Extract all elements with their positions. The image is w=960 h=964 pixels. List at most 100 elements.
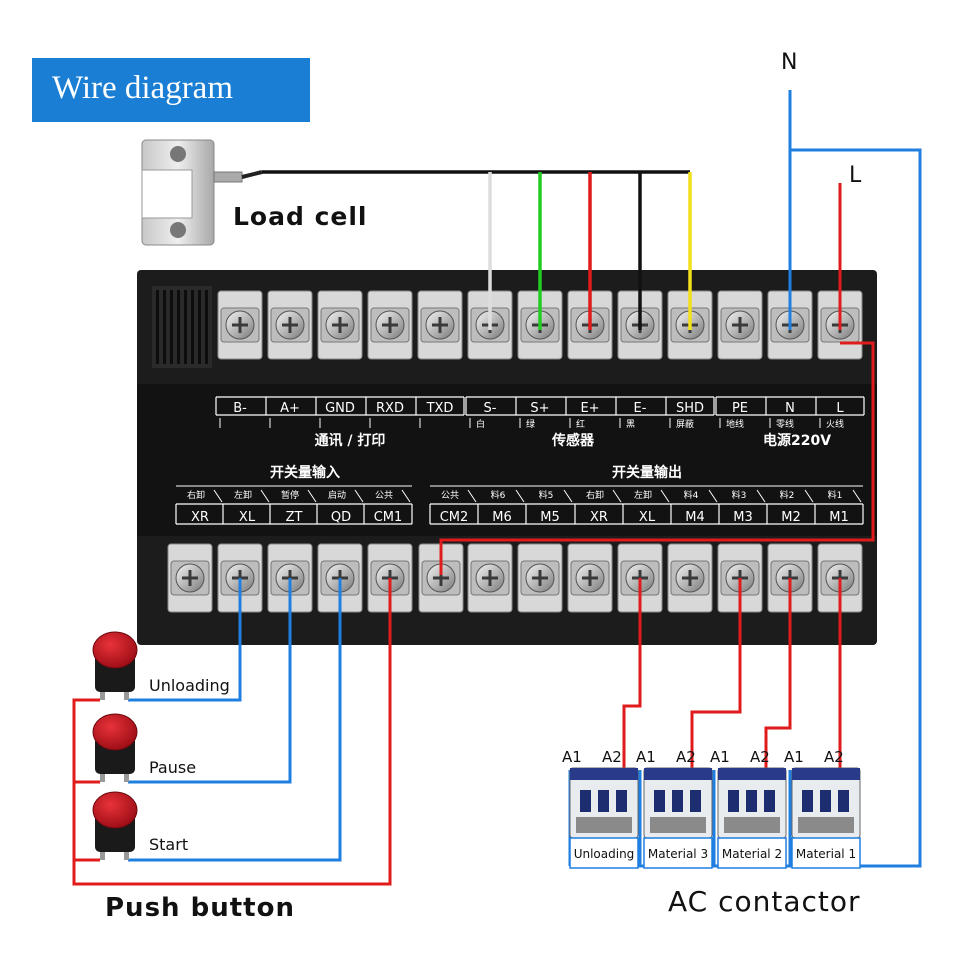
push-button-label: Unloading bbox=[149, 676, 230, 695]
live-label: L bbox=[849, 163, 862, 188]
bottom-terminal-label: M4 bbox=[685, 510, 705, 525]
terminal-tick bbox=[515, 489, 525, 503]
load-cell-wires bbox=[262, 170, 692, 330]
bottom-terminal-label: QD bbox=[331, 510, 351, 525]
bottom-terminal-label: M5 bbox=[540, 510, 560, 525]
output-wires bbox=[622, 578, 842, 772]
top-terminal-label: N bbox=[785, 401, 795, 416]
top-terminal-label: PE bbox=[732, 401, 748, 416]
vent-slot bbox=[184, 290, 187, 364]
bottom-terminal-label: CM2 bbox=[440, 510, 469, 525]
bottom-terminal-label: XL bbox=[639, 510, 656, 525]
top-terminal-sub: 火线 bbox=[826, 418, 844, 430]
terminal-screw bbox=[717, 290, 763, 360]
input-wires bbox=[72, 578, 392, 886]
page-title: Wire diagram bbox=[52, 70, 234, 106]
terminal-tick bbox=[354, 489, 364, 503]
bottom-terminal-label: M6 bbox=[492, 510, 512, 525]
bottom-terminal-sub: 启动 bbox=[328, 489, 346, 501]
push-button-pause: Pause bbox=[92, 713, 196, 782]
terminal-screw bbox=[167, 543, 213, 613]
top-terminal-label: L bbox=[836, 401, 844, 416]
bottom-terminal-sub: 暂停 bbox=[281, 489, 299, 501]
contactor-a1-label: A1 bbox=[784, 748, 804, 766]
bottom-terminal-sub: 料4 bbox=[684, 489, 699, 501]
top-terminal-label: SHD bbox=[676, 401, 704, 416]
terminal-screw bbox=[417, 290, 463, 360]
top-terminal-label: GND bbox=[325, 401, 355, 416]
ac-contactor: Material 3 A1 A2 bbox=[636, 748, 713, 869]
bottom-terminal-label: XR bbox=[191, 510, 209, 525]
vent-slot bbox=[198, 290, 201, 364]
load-cell-label: Load cell bbox=[233, 202, 368, 231]
ac-contactor-label: AC contactor bbox=[668, 885, 861, 918]
top-terminal-sub: 白 bbox=[476, 418, 485, 430]
vent-slots bbox=[152, 286, 212, 368]
bottom-terminal-sub: 公共 bbox=[375, 490, 393, 501]
top-terminal-label: B- bbox=[233, 401, 247, 416]
top-terminal-label: E- bbox=[634, 401, 647, 416]
terminal-screw bbox=[467, 543, 513, 613]
bottom-terminal-label: M2 bbox=[781, 510, 801, 525]
top-terminal-label: E+ bbox=[580, 401, 599, 416]
bottom-terminal-label: XR bbox=[590, 510, 608, 525]
terminal-tick bbox=[213, 489, 223, 503]
terminal-screw bbox=[217, 290, 263, 360]
bottom-terminal-sub: 公共 bbox=[441, 490, 459, 501]
input-group-label: 开关量输入 bbox=[270, 464, 340, 481]
ac-contactor: Material 1 A1 A2 bbox=[784, 748, 861, 869]
top-terminal-label: A+ bbox=[280, 401, 300, 416]
push-button-label: Start bbox=[149, 835, 188, 854]
contactor-a1-label: A1 bbox=[562, 748, 582, 766]
top-terminal-label: TXD bbox=[426, 401, 454, 416]
contactor-name: Material 1 bbox=[796, 847, 856, 861]
sensor-group-label: 传感器 bbox=[551, 432, 595, 449]
bottom-terminal-sub: 左卸 bbox=[234, 489, 252, 501]
bottom-terminal-label: M1 bbox=[829, 510, 849, 525]
bottom-terminal-sub: 右卸 bbox=[586, 489, 604, 501]
vent-slot bbox=[170, 290, 173, 364]
terminal-tick bbox=[660, 489, 670, 503]
contactor-name: Unloading bbox=[574, 847, 635, 861]
top-terminal-sub: 零线 bbox=[776, 418, 794, 430]
contactor-a1-label: A1 bbox=[636, 748, 656, 766]
terminal-screw bbox=[367, 290, 413, 360]
contactor-a1-label: A1 bbox=[710, 748, 730, 766]
bottom-terminal-sub: 料5 bbox=[539, 489, 554, 501]
terminal-screw bbox=[267, 290, 313, 360]
terminal-tick bbox=[852, 489, 862, 503]
push-button-label: Pause bbox=[149, 758, 196, 777]
terminal-tick bbox=[563, 489, 573, 503]
push-button-label: Push button bbox=[105, 893, 295, 923]
load-cell bbox=[141, 139, 263, 246]
top-terminal-sub: 绿 bbox=[526, 418, 535, 430]
push-button-unloading: Unloading bbox=[92, 631, 230, 700]
top-terminal-label: S- bbox=[484, 401, 497, 416]
contactor-a2-label: A2 bbox=[676, 748, 696, 766]
contactor-name: Material 3 bbox=[648, 847, 708, 861]
terminal-screw bbox=[217, 543, 263, 613]
terminal-tick bbox=[708, 489, 718, 503]
vent-slot bbox=[163, 290, 166, 364]
top-terminal-sub: 地线 bbox=[726, 418, 744, 430]
bottom-terminal-sub: 料3 bbox=[732, 489, 747, 501]
terminal-tick bbox=[401, 489, 411, 503]
bottom-terminal-sub: 料2 bbox=[780, 489, 795, 501]
output-group-label: 开关量输出 bbox=[612, 464, 682, 481]
contactor-a2-label: A2 bbox=[750, 748, 770, 766]
contactor-a2-label: A2 bbox=[824, 748, 844, 766]
terminal-screw bbox=[317, 290, 363, 360]
bottom-terminal-sub: 料6 bbox=[491, 489, 506, 501]
vent-slot bbox=[205, 290, 208, 364]
vent-slot bbox=[177, 290, 180, 364]
terminal-screw bbox=[667, 543, 713, 613]
terminal-tick bbox=[307, 489, 317, 503]
top-terminal-sub: 屏蔽 bbox=[676, 418, 694, 430]
terminal-tick bbox=[260, 489, 270, 503]
bottom-terminal-sub: 左卸 bbox=[634, 489, 652, 501]
top-terminal-label: S+ bbox=[530, 401, 549, 416]
power-group-label: 电源220V bbox=[763, 432, 831, 449]
top-terminal-sub: 红 bbox=[576, 418, 585, 430]
